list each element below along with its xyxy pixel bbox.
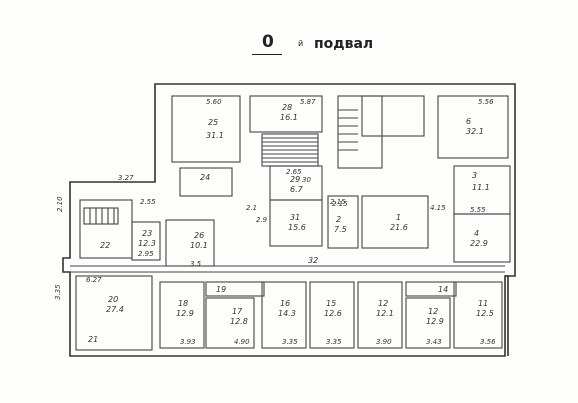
- room-number: 22: [100, 241, 110, 250]
- dim-label: 6.27: [86, 276, 102, 284]
- room-area: 27.4: [106, 305, 124, 314]
- dim-label: 3.56: [480, 338, 496, 346]
- inner-walls: [70, 95, 511, 351]
- dim-label: 3.35: [282, 338, 298, 346]
- dim-label: 2.65: [286, 168, 302, 176]
- room-number: 23: [142, 229, 152, 238]
- room-area: 21.6: [390, 223, 408, 232]
- room-number: 1: [396, 213, 401, 222]
- room-number: 25: [208, 118, 218, 127]
- dim-label: 5.60: [206, 98, 222, 106]
- room-area: 7.5: [334, 225, 347, 234]
- dim-label: 2.55: [140, 198, 156, 206]
- dim-label: 5.87: [300, 98, 316, 106]
- room-number: 4: [474, 229, 479, 238]
- dim-label: 4.15: [430, 204, 446, 212]
- dim-label: 2.15: [332, 200, 348, 208]
- room-number: 11: [478, 299, 488, 308]
- room-number: 2: [336, 215, 341, 224]
- room-number: 24: [200, 173, 210, 182]
- room-number: 20: [108, 295, 118, 304]
- room-number: 30: [302, 176, 311, 184]
- room-number: 29: [290, 175, 300, 184]
- outer-walls: [62, 83, 516, 357]
- room-area: 6.7: [290, 185, 304, 194]
- room-number: 19: [216, 285, 226, 294]
- room-number: 31: [290, 213, 300, 222]
- room-area: 10.1: [190, 241, 208, 250]
- dim-label: 2.9: [256, 216, 268, 224]
- room-number: 18: [178, 299, 188, 308]
- dim-label: 3.93: [180, 338, 196, 346]
- room-area: 12.5: [476, 309, 494, 318]
- room-area: 11.1: [472, 183, 490, 192]
- room-area: 12.9: [426, 317, 444, 326]
- room-number: 3: [472, 171, 477, 180]
- floor-name: подвал: [314, 36, 374, 52]
- room-number: 21: [88, 335, 98, 344]
- room-area: 12.6: [324, 309, 342, 318]
- room-area: 12.1: [376, 309, 394, 318]
- room-number: 17: [232, 307, 243, 316]
- room-number: 26: [194, 231, 204, 240]
- room-number: 12: [428, 307, 438, 316]
- room-area: 16.1: [280, 113, 298, 122]
- dim-label: 3.5: [190, 260, 202, 268]
- floor-number: 0: [262, 32, 274, 52]
- dim-label: 3.35: [54, 284, 62, 300]
- dim-label: 2.1: [246, 204, 257, 212]
- room-number: 12: [378, 299, 388, 308]
- room-labels: 5.60 25 31.1 5.87 28 16.1 5.56 6 32.1 3 …: [86, 98, 494, 344]
- room-area: 12.9: [176, 309, 194, 318]
- room-area: 12.3: [138, 239, 156, 248]
- dim-label: 5.55: [470, 206, 486, 214]
- room-number: 14: [438, 285, 448, 294]
- title-underline: [252, 54, 282, 55]
- room-number: 16: [280, 299, 290, 308]
- room-area: 15.6: [288, 223, 306, 232]
- room-number: 15: [326, 299, 336, 308]
- room-area: 12.8: [230, 317, 248, 326]
- room-area: 31.1: [206, 131, 224, 140]
- dim-label: 3.27: [118, 174, 134, 182]
- dim-label: 2.15: [330, 198, 346, 206]
- dim-label: 3.90: [376, 338, 392, 346]
- room-number: 32: [308, 256, 318, 265]
- dim-label: 3.35: [326, 338, 342, 346]
- room-area: 22.9: [470, 239, 488, 248]
- room-number: 28: [282, 103, 292, 112]
- room-area: 14.3: [278, 309, 296, 318]
- room-area: 32.1: [466, 127, 484, 136]
- dim-label: 3.43: [426, 338, 442, 346]
- dim-label: 2.10: [56, 196, 64, 212]
- dimension-labels: 3.27 2.10 3.35 2.55 2.1 2.9 3.93 4.90 3.…: [54, 174, 496, 346]
- dim-label: 5.56: [478, 98, 494, 106]
- dim-label: 4.90: [234, 338, 250, 346]
- dim-label: 2.95: [138, 250, 154, 258]
- room-number: 6: [466, 117, 471, 126]
- floor-superscript: й: [298, 39, 304, 48]
